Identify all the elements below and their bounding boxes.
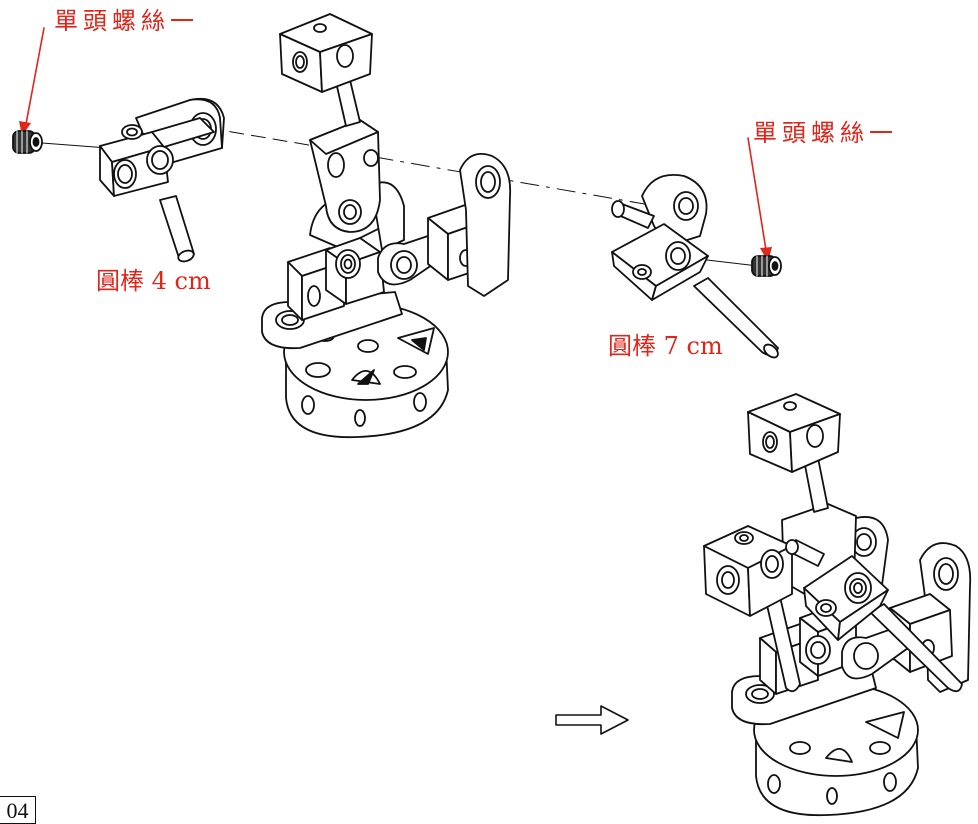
next-step-arrow: [555, 705, 629, 735]
label-rod-7cm: 圓棒 7 cm: [608, 332, 723, 360]
label-set-screw-left: 單頭螺絲一: [54, 7, 199, 35]
leader-line-left: [25, 27, 45, 125]
page-number: 04: [0, 796, 36, 824]
axis-center-to-right: [374, 156, 651, 206]
assembled-result: [703, 393, 972, 817]
axis-left-screw: [41, 142, 109, 149]
set-screw-right: [751, 255, 782, 277]
connector-left: [99, 97, 225, 263]
label-set-screw-right: 單頭螺絲一: [753, 119, 898, 147]
base-assembly-center: [261, 13, 512, 439]
leader-line-right: [747, 137, 767, 251]
set-screw-left: [12, 130, 43, 154]
connector-right: [611, 174, 779, 359]
label-rod-4cm: 圓棒 4 cm: [96, 267, 211, 295]
